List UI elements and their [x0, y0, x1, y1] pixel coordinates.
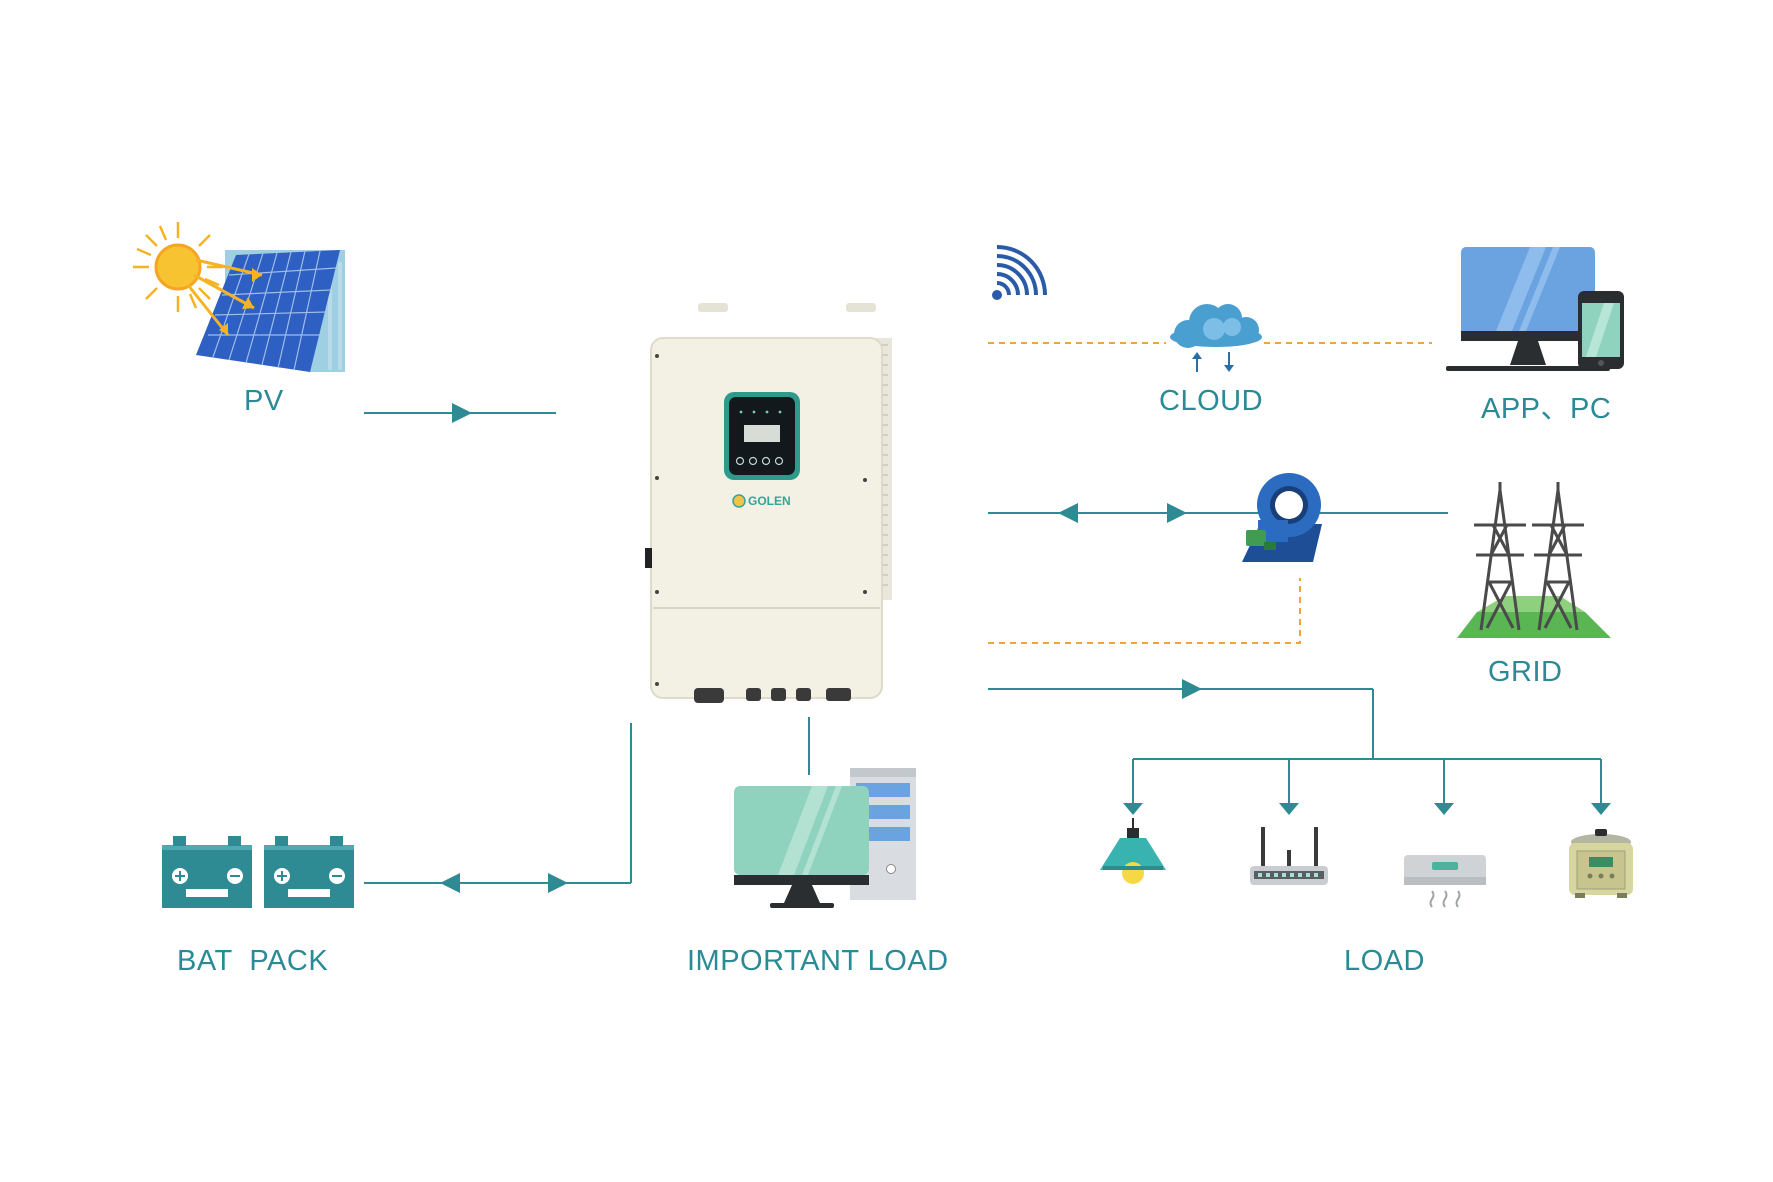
rice-cooker-icon [1569, 829, 1633, 898]
grid-arrow-left [1058, 503, 1078, 523]
phone-icon [1578, 291, 1624, 369]
important-load-label: IMPORTANT LOAD [687, 945, 949, 977]
load-arrow [1182, 679, 1202, 699]
router-icon [1250, 827, 1328, 885]
panel-cells [196, 250, 340, 372]
app-pc-label: APP、PC [1481, 393, 1612, 425]
load-arrowhead-1 [1123, 803, 1143, 815]
cloud-icon [1170, 304, 1262, 372]
battery-icon [162, 836, 354, 908]
pv-arrow [452, 403, 472, 423]
battery-arrow-left [440, 873, 460, 893]
data-links [988, 342, 1432, 644]
ct-sensor-icon [1242, 473, 1322, 562]
flow-lines [364, 412, 1602, 884]
bat-pack-label: BAT PACK [177, 945, 329, 977]
grid-arrow-right [1167, 503, 1187, 523]
brand-logo-icon [732, 494, 746, 508]
monitor-icon [1446, 247, 1610, 371]
load-arrowhead-4 [1591, 803, 1611, 815]
solar-panel-icon [196, 250, 345, 372]
wifi-icon [992, 245, 1047, 300]
grid-label: GRID [1488, 656, 1563, 688]
inverter-brand: GOLEN [748, 494, 791, 508]
inverter-lcd [744, 425, 780, 442]
ct-data-link [988, 578, 1301, 644]
pv-label: PV [244, 385, 284, 417]
air-conditioner-icon [1404, 855, 1486, 908]
desktop-computer-icon [734, 768, 916, 908]
hybrid-inverter [645, 303, 892, 703]
flow-arrows [440, 403, 1611, 893]
battery-arrow-right [548, 873, 568, 893]
load-arrowhead-3 [1434, 803, 1454, 815]
pendant-lamp-icon [1100, 818, 1166, 884]
cloud-label: CLOUD [1159, 385, 1264, 417]
transmission-tower-icon [1457, 482, 1611, 638]
sun-icon [133, 222, 263, 336]
load-label: LOAD [1344, 945, 1425, 977]
load-arrowhead-2 [1279, 803, 1299, 815]
